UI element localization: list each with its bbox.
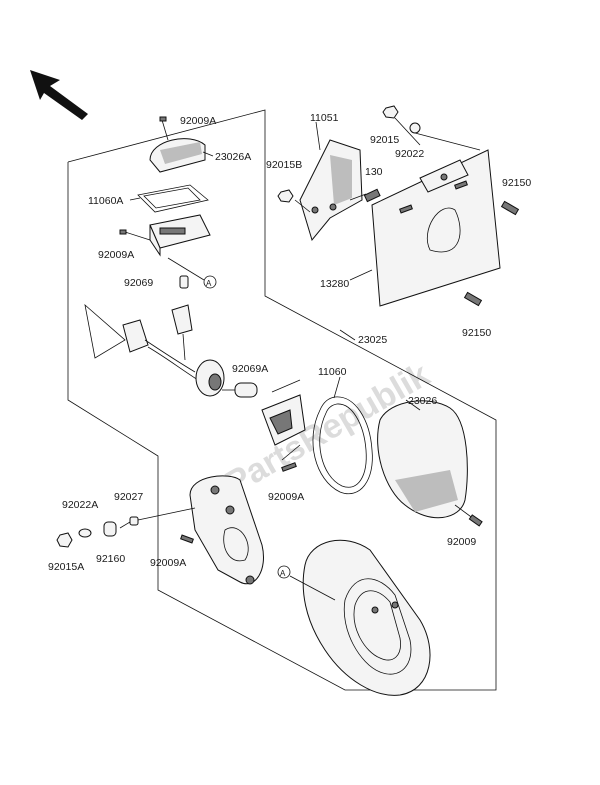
label-92009a-lamp: 92009A — [268, 491, 304, 503]
label-130: 130 — [365, 166, 383, 178]
label-92009: 92009 — [447, 536, 476, 548]
bolt-130-part — [349, 188, 381, 203]
label-92015: 92015 — [370, 134, 399, 146]
label-92022: 92022 — [395, 148, 424, 160]
svg-text:A: A — [280, 569, 286, 578]
lamp-housing-part — [302, 539, 431, 696]
lamp-base-part — [119, 214, 211, 257]
hardware-small-parts — [56, 507, 196, 548]
label-92015a: 92015A — [48, 561, 84, 573]
svg-text:A: A — [206, 279, 212, 288]
part-labels: 92009A 23026A 11060A 92009A 92069 11051 … — [48, 112, 531, 573]
label-13280: 13280 — [320, 278, 349, 290]
callout-a-bottom: A — [277, 565, 336, 601]
nut-92015-part — [382, 105, 421, 134]
reflector-plate-part — [261, 379, 306, 472]
lens-gasket-ring-part — [312, 396, 373, 495]
wire-clip-part — [179, 275, 189, 289]
label-92027: 92027 — [114, 491, 143, 503]
label-92022a: 92022A — [62, 499, 98, 511]
label-23025: 23025 — [358, 334, 387, 346]
bulb-part — [222, 382, 258, 398]
label-92009a-mid: 92009A — [98, 249, 134, 261]
bolt-92150-right — [500, 200, 520, 216]
label-leader-lines — [129, 151, 421, 411]
label-92009a-top: 92009A — [180, 115, 216, 127]
label-92015b: 92015B — [266, 159, 302, 171]
wiring-harness-part — [84, 303, 225, 397]
label-92150-bottom: 92150 — [462, 327, 491, 339]
label-92069: 92069 — [124, 277, 153, 289]
mounting-bracket-part — [189, 475, 264, 585]
label-92009a-bracket: 92009A — [150, 557, 186, 569]
label-92160: 92160 — [96, 553, 125, 565]
nut-92015b-part — [277, 189, 294, 203]
bolt-92150-bottom — [463, 291, 483, 307]
label-92150-top: 92150 — [502, 177, 531, 189]
assembly-frame — [67, 109, 497, 691]
bracket-leader-lines — [294, 117, 481, 213]
tail-lens-part — [377, 400, 483, 527]
reflector-holder-part — [299, 139, 363, 242]
callout-a-top: A — [167, 257, 217, 289]
label-92069a: 92069A — [232, 363, 268, 375]
label-11051: 11051 — [310, 112, 339, 124]
license-plate-bracket-part — [371, 149, 501, 307]
label-23026: 23026 — [408, 395, 437, 407]
label-11060a: 11060A — [88, 195, 123, 207]
lamp-gasket-part — [137, 184, 209, 213]
lamp-cover-part — [149, 116, 206, 173]
label-11060: 11060 — [318, 366, 347, 378]
label-23026a: 23026A — [215, 151, 251, 163]
front-direction-arrow-icon — [30, 70, 88, 120]
